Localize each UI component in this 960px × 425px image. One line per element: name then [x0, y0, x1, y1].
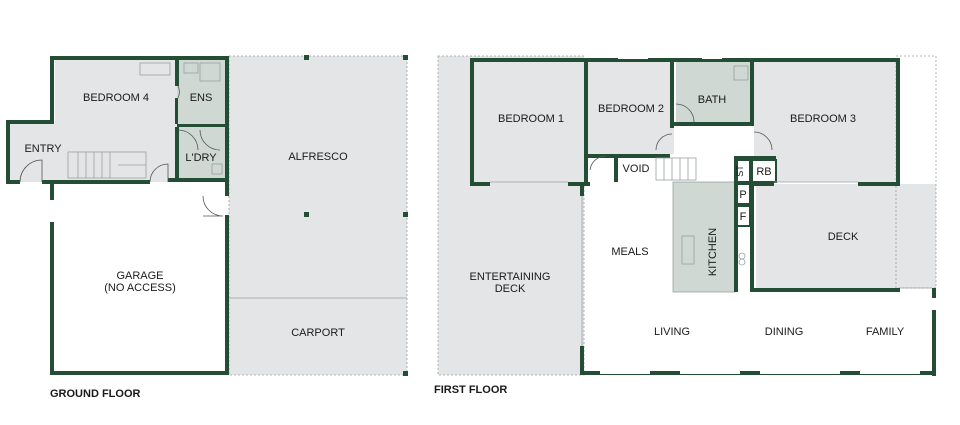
carport-area — [229, 298, 407, 375]
first-stair-icon — [655, 157, 697, 181]
store-label: ST — [735, 165, 745, 177]
kitchen-area — [673, 182, 735, 292]
alfresco-area — [229, 56, 407, 298]
bedroom-2-area — [588, 62, 674, 154]
garage-label-line1: GARAGE — [116, 270, 163, 282]
entry-area — [10, 124, 177, 182]
bedroom-4-label: BEDROOM 4 — [83, 92, 149, 104]
bedroom-1-label: BEDROOM 1 — [498, 113, 564, 125]
living-label: LIVING — [654, 326, 690, 338]
robe-label: RB — [756, 166, 771, 178]
entertaining-deck-label-line1: ENTERTAINING — [470, 271, 551, 283]
laundry-label: L'DRY — [185, 152, 217, 164]
ensuite-label: ENS — [190, 92, 213, 104]
alfresco-label: ALFRESCO — [288, 151, 348, 163]
kitchen-label: KITCHEN — [707, 228, 719, 276]
meals-label: MEALS — [611, 246, 648, 258]
deck-area — [756, 184, 936, 288]
carport-label: CARPORT — [291, 327, 345, 339]
bedroom-2-label: BEDROOM 2 — [598, 103, 664, 115]
fridge-area — [736, 205, 751, 227]
bedroom-1-area — [474, 62, 586, 182]
ground-stair-icon — [67, 151, 147, 179]
garage-label-line2: (NO ACCESS) — [104, 282, 176, 294]
store-area — [736, 159, 751, 183]
bath-label: BATH — [698, 94, 727, 106]
pantry-label: P — [739, 189, 746, 201]
bath-area — [676, 62, 752, 122]
robe-area — [751, 159, 777, 183]
pantry-area — [736, 183, 751, 205]
first-floor-title: FIRST FLOOR — [434, 384, 507, 396]
bedroom-4-area — [55, 60, 177, 124]
entertaining-deck-label-line2: DECK — [495, 283, 526, 295]
fridge-label: F — [740, 211, 747, 223]
dining-label: DINING — [765, 326, 804, 338]
ensuite-area — [177, 60, 225, 124]
bedroom-3-area — [754, 62, 896, 182]
ground-floor-plan — [6, 55, 408, 376]
first-floor-plan — [437, 55, 937, 376]
family-label: FAMILY — [866, 326, 905, 338]
garage-area — [55, 182, 225, 374]
void-label: VOID — [623, 163, 650, 175]
ground-floor-title: GROUND FLOOR — [50, 388, 140, 400]
bedroom-3-label: BEDROOM 3 — [790, 113, 856, 125]
deck-label: DECK — [828, 231, 859, 243]
entry-label: ENTRY — [24, 143, 62, 155]
